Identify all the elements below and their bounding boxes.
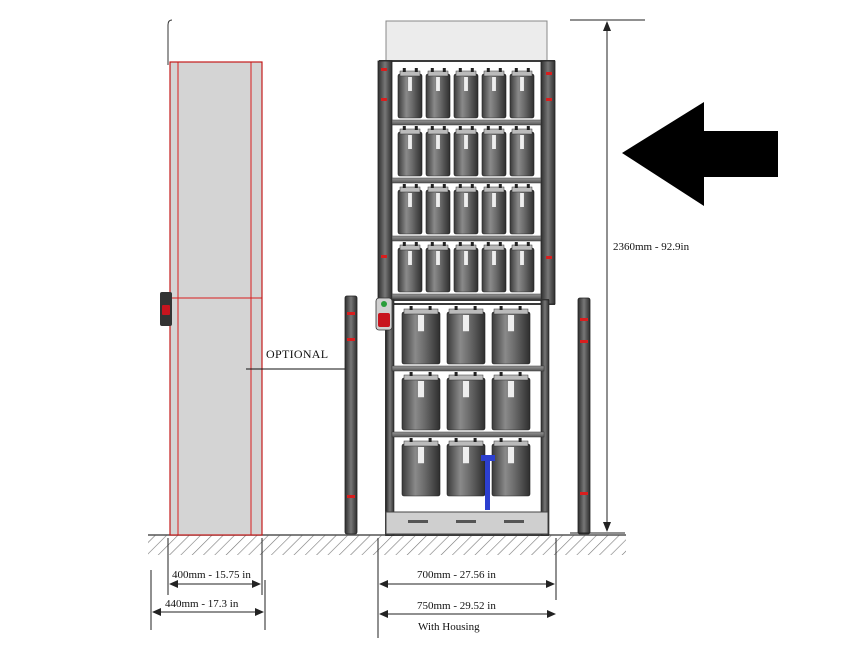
rack-shelf: [391, 293, 542, 300]
height-dimension: 2360mm - 92.9in: [570, 19, 690, 534]
battery-cell: [446, 306, 486, 365]
battery-cell: [453, 242, 479, 293]
rack-shelf: [391, 119, 542, 126]
width-440-label: 440mm - 17.3 in: [165, 598, 239, 610]
height-label: 2360mm - 92.9in: [613, 241, 690, 253]
battery-cell: [425, 242, 451, 293]
battery-cell: [397, 68, 423, 119]
battery-cell: [453, 184, 479, 235]
battery-cell: [509, 184, 535, 235]
battery-cell: [481, 184, 507, 235]
width-700-label: 700mm - 27.56 in: [417, 569, 496, 581]
battery-cell: [491, 372, 531, 431]
battery-cell: [401, 306, 441, 365]
battery-cell: [509, 126, 535, 177]
battery-cell: [397, 184, 423, 235]
battery-cell: [509, 68, 535, 119]
battery-cell: [481, 68, 507, 119]
battery-cell: [453, 68, 479, 119]
rack-shelf: [391, 365, 545, 372]
width-750-label: 750mm - 29.52 in: [417, 600, 496, 612]
rack-shelf: [391, 177, 542, 184]
battery-cell: [397, 242, 423, 293]
battery-cell: [509, 242, 535, 293]
battery-cell: [491, 438, 531, 497]
battery-cell: [446, 438, 486, 497]
battery-cell: [425, 184, 451, 235]
top-cover-plate: [385, 20, 548, 62]
front-width-dimensions: 700mm - 27.56 in 750mm - 29.52 in With H…: [377, 538, 557, 638]
optional-side-bar-left: [344, 295, 358, 535]
rack-breaker-icon: [375, 297, 393, 331]
upper-battery-bank: [391, 68, 542, 300]
housing-side-view: [160, 19, 263, 536]
lower-battery-bank: [391, 306, 545, 497]
width-400-label: 400mm - 15.75 in: [172, 569, 251, 581]
cable-bundle: [485, 458, 490, 510]
with-housing-label: With Housing: [418, 621, 480, 633]
arrow-left-icon: [622, 102, 778, 206]
ground: [148, 534, 626, 555]
battery-cell: [425, 126, 451, 177]
rack-shelf: [391, 431, 545, 438]
battery-cell: [481, 126, 507, 177]
rack-shelf: [391, 235, 542, 242]
optional-callout: OPTIONAL: [246, 347, 352, 370]
optional-label: OPTIONAL: [266, 347, 328, 361]
side-width-dimensions: 400mm - 15.75 in 440mm - 17.3 in: [150, 538, 266, 630]
battery-cell: [446, 372, 486, 431]
battery-rack-front: [375, 20, 556, 536]
battery-cell: [491, 306, 531, 365]
battery-cell: [401, 372, 441, 431]
battery-cell: [453, 126, 479, 177]
battery-cell: [397, 126, 423, 177]
battery-cell: [425, 68, 451, 119]
battery-cell: [481, 242, 507, 293]
breaker-switch-icon: [160, 292, 172, 326]
battery-cell: [401, 438, 441, 497]
optional-side-bar-right: [577, 297, 591, 535]
